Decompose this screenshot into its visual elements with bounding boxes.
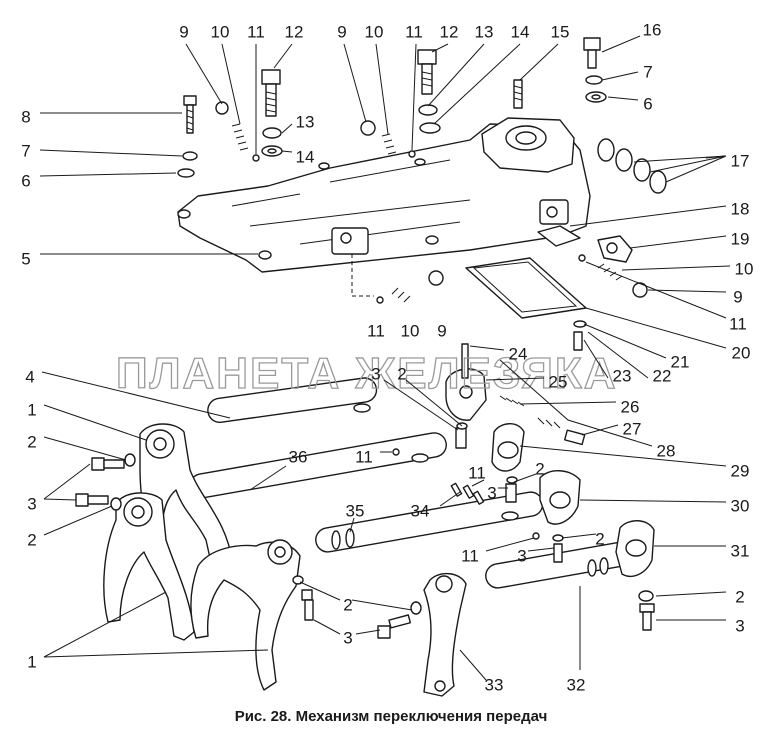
figure-caption: Рис. 28. Механизм переключения передач	[234, 708, 548, 725]
callout-31: 31	[731, 541, 750, 560]
callout-21: 21	[671, 352, 690, 371]
lever-33	[423, 573, 467, 697]
left-bolts	[75, 453, 136, 511]
pins-34	[392, 448, 485, 505]
callout-27: 27	[623, 419, 642, 438]
callout-2: 2	[397, 364, 406, 383]
callout-28: 28	[657, 441, 676, 460]
callout-2: 2	[595, 529, 604, 548]
right-detent-parts	[578, 235, 648, 298]
callout-1: 1	[27, 400, 36, 419]
callout-3: 3	[371, 364, 380, 383]
callout-13: 13	[475, 22, 494, 41]
callout-7: 7	[643, 62, 652, 81]
callout-24: 24	[509, 344, 528, 363]
fork-1-middle	[103, 492, 195, 641]
callout-13: 13	[296, 112, 315, 131]
callout-6: 6	[21, 171, 30, 190]
callout-11: 11	[367, 321, 385, 340]
callout-7: 7	[21, 141, 30, 160]
callout-6: 6	[643, 94, 652, 113]
callout-11: 11	[247, 22, 265, 41]
callout-3: 3	[27, 494, 36, 513]
callout-3: 3	[487, 483, 496, 502]
lower-detent-parts	[351, 254, 444, 304]
callout-23: 23	[613, 366, 632, 385]
callout-29: 29	[731, 461, 750, 480]
callout-36: 36	[289, 447, 308, 466]
callout-1: 1	[27, 652, 36, 671]
callout-2: 2	[535, 459, 544, 478]
callout-30: 30	[731, 496, 750, 515]
callout-11: 11	[405, 22, 423, 41]
callout-2: 2	[735, 587, 744, 606]
callout-11: 11	[468, 463, 486, 482]
callout-32: 32	[567, 675, 586, 694]
callout-9: 9	[437, 321, 446, 340]
leader-lines	[39, 35, 731, 681]
plugs-17	[597, 138, 667, 194]
callout-9: 9	[733, 287, 742, 306]
fork-1-lower	[190, 539, 301, 691]
callout-10: 10	[735, 259, 754, 278]
top-fasteners	[177, 37, 607, 178]
callout-25: 25	[549, 372, 568, 391]
callout-18: 18	[731, 199, 750, 218]
callout-14: 14	[511, 22, 530, 41]
callout-3: 3	[735, 616, 744, 635]
callout-10: 10	[211, 22, 230, 41]
center-bolts	[292, 575, 422, 639]
callout-12: 12	[285, 22, 304, 41]
callout-5: 5	[21, 249, 30, 268]
callout-35: 35	[346, 501, 365, 520]
callout-26: 26	[621, 397, 640, 416]
callout-3: 3	[517, 546, 526, 565]
callout-14: 14	[296, 147, 315, 166]
callout-22: 22	[653, 366, 672, 385]
callout-11: 11	[355, 447, 373, 466]
callout-19: 19	[731, 229, 750, 248]
callout-17: 17	[731, 151, 750, 170]
callout-33: 33	[485, 675, 504, 694]
callout-9: 9	[337, 22, 346, 41]
callout-10: 10	[365, 22, 384, 41]
callout-34: 34	[411, 501, 430, 520]
callout-12: 12	[440, 22, 459, 41]
callout-3: 3	[343, 628, 352, 647]
gasket-18	[537, 225, 581, 247]
callout-2: 2	[27, 530, 36, 549]
callout-10: 10	[401, 321, 420, 340]
callout-9: 9	[179, 22, 188, 41]
callout-15: 15	[551, 22, 570, 41]
callout-11: 11	[729, 314, 747, 333]
callout-20: 20	[732, 343, 751, 362]
callout-8: 8	[21, 107, 30, 126]
rod-4	[207, 377, 378, 424]
callout-16: 16	[643, 20, 662, 39]
shift-heads	[445, 343, 655, 578]
callout-4: 4	[25, 367, 34, 386]
callout-2: 2	[343, 595, 352, 614]
rod-36	[189, 432, 447, 499]
cover-plate	[177, 117, 591, 273]
callout-11: 11	[461, 546, 479, 565]
watermark: ПЛАНЕТА ЖЕЛЕЗЯКА	[116, 349, 618, 398]
callout-2: 2	[27, 432, 36, 451]
